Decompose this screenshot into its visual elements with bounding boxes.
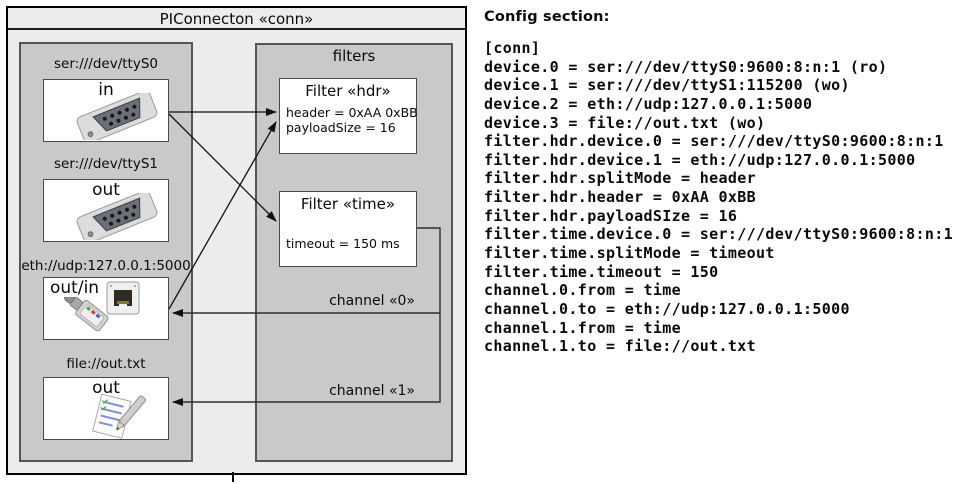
config-heading: Config section:	[484, 9, 610, 25]
filter-time-title: Filter «time»	[300, 195, 396, 213]
serial-connector-icon	[76, 193, 158, 240]
filter-hdr-title: Filter «hdr»	[305, 82, 391, 100]
ethernet-connector-icon	[64, 297, 109, 332]
device-box-ttys0: in	[43, 79, 169, 142]
diagram-title: PIConnecton «conn»	[8, 8, 465, 30]
device-label-file: file://out.txt	[66, 356, 146, 372]
config-line: filter.time.device.0 = ser:///dev/ttyS0:…	[484, 225, 954, 244]
device-box-ttys1: out	[43, 179, 169, 242]
config-line: channel.1.to = file://out.txt	[484, 337, 757, 356]
config-lines: [conn] device.0 = ser:///dev/ttyS0:9600:…	[484, 39, 962, 356]
notepad-icon	[92, 394, 146, 439]
device-label-ttys0: ser:///dev/ttyS0	[54, 56, 158, 72]
filter-box-time: Filter «time» timeout = 150 ms	[279, 191, 417, 267]
config-line: filter.time.splitMode = timeout	[484, 244, 775, 263]
device-label-ttys1: ser:///dev/ttyS1	[54, 156, 158, 172]
channel-1-label: channel «1»	[329, 383, 415, 399]
device-port-label: in	[98, 80, 114, 100]
config-line: channel.0.to = eth://udp:127.0.0.1:5000	[484, 299, 850, 318]
config-section: Config section: [conn] device.0 = ser://…	[484, 9, 962, 356]
device-port-label: out	[92, 378, 120, 398]
filter-hdr-attr-header: header = 0xAA 0xBB	[286, 105, 418, 120]
device-port-label: out	[92, 180, 120, 200]
config-line: device.0 = ser:///dev/ttyS0:9600:8:n:1 (…	[484, 57, 888, 76]
config-line: filter.hdr.device.1 = eth://udp:127.0.0.…	[484, 150, 916, 169]
device-box-file: out	[43, 377, 169, 440]
device-box-eth: out/in	[43, 277, 169, 340]
config-line: device.3 = file://out.txt (wo)	[484, 113, 766, 132]
filter-box-hdr: Filter «hdr» header = 0xAA 0xBB payloadS…	[279, 78, 418, 154]
config-line: filter.time.timeout = 150	[484, 262, 719, 281]
config-line: device.1 = ser:///dev/ttyS1:115200 (wo)	[484, 76, 850, 95]
config-line: filter.hdr.payloadSIze = 16	[484, 206, 738, 225]
filters-panel-title: filters	[332, 47, 376, 65]
filter-time-attr-timeout: timeout = 150 ms	[286, 236, 400, 251]
config-line: filter.hdr.device.0 = ser:///dev/ttyS0:9…	[484, 132, 944, 151]
config-line: filter.hdr.splitMode = header	[484, 169, 757, 188]
config-line: filter.hdr.header = 0xAA 0xBB	[484, 188, 757, 207]
config-line: device.2 = eth://udp:127.0.0.1:5000	[484, 94, 813, 113]
device-label-eth: eth://udp:127.0.0.1:5000	[21, 258, 191, 274]
device-port-label: out/in	[50, 278, 100, 298]
ethernet-jack-icon	[106, 281, 140, 315]
config-line: channel.0.from = time	[484, 281, 681, 300]
channel-0-label: channel «0»	[329, 293, 415, 309]
config-line: [conn]	[484, 39, 541, 57]
serial-connector-icon	[76, 93, 158, 140]
config-line: channel.1.from = time	[484, 318, 681, 337]
frame-bottom-tick	[232, 472, 234, 482]
filter-hdr-attr-payloadsize: payloadSize = 16	[286, 120, 396, 135]
